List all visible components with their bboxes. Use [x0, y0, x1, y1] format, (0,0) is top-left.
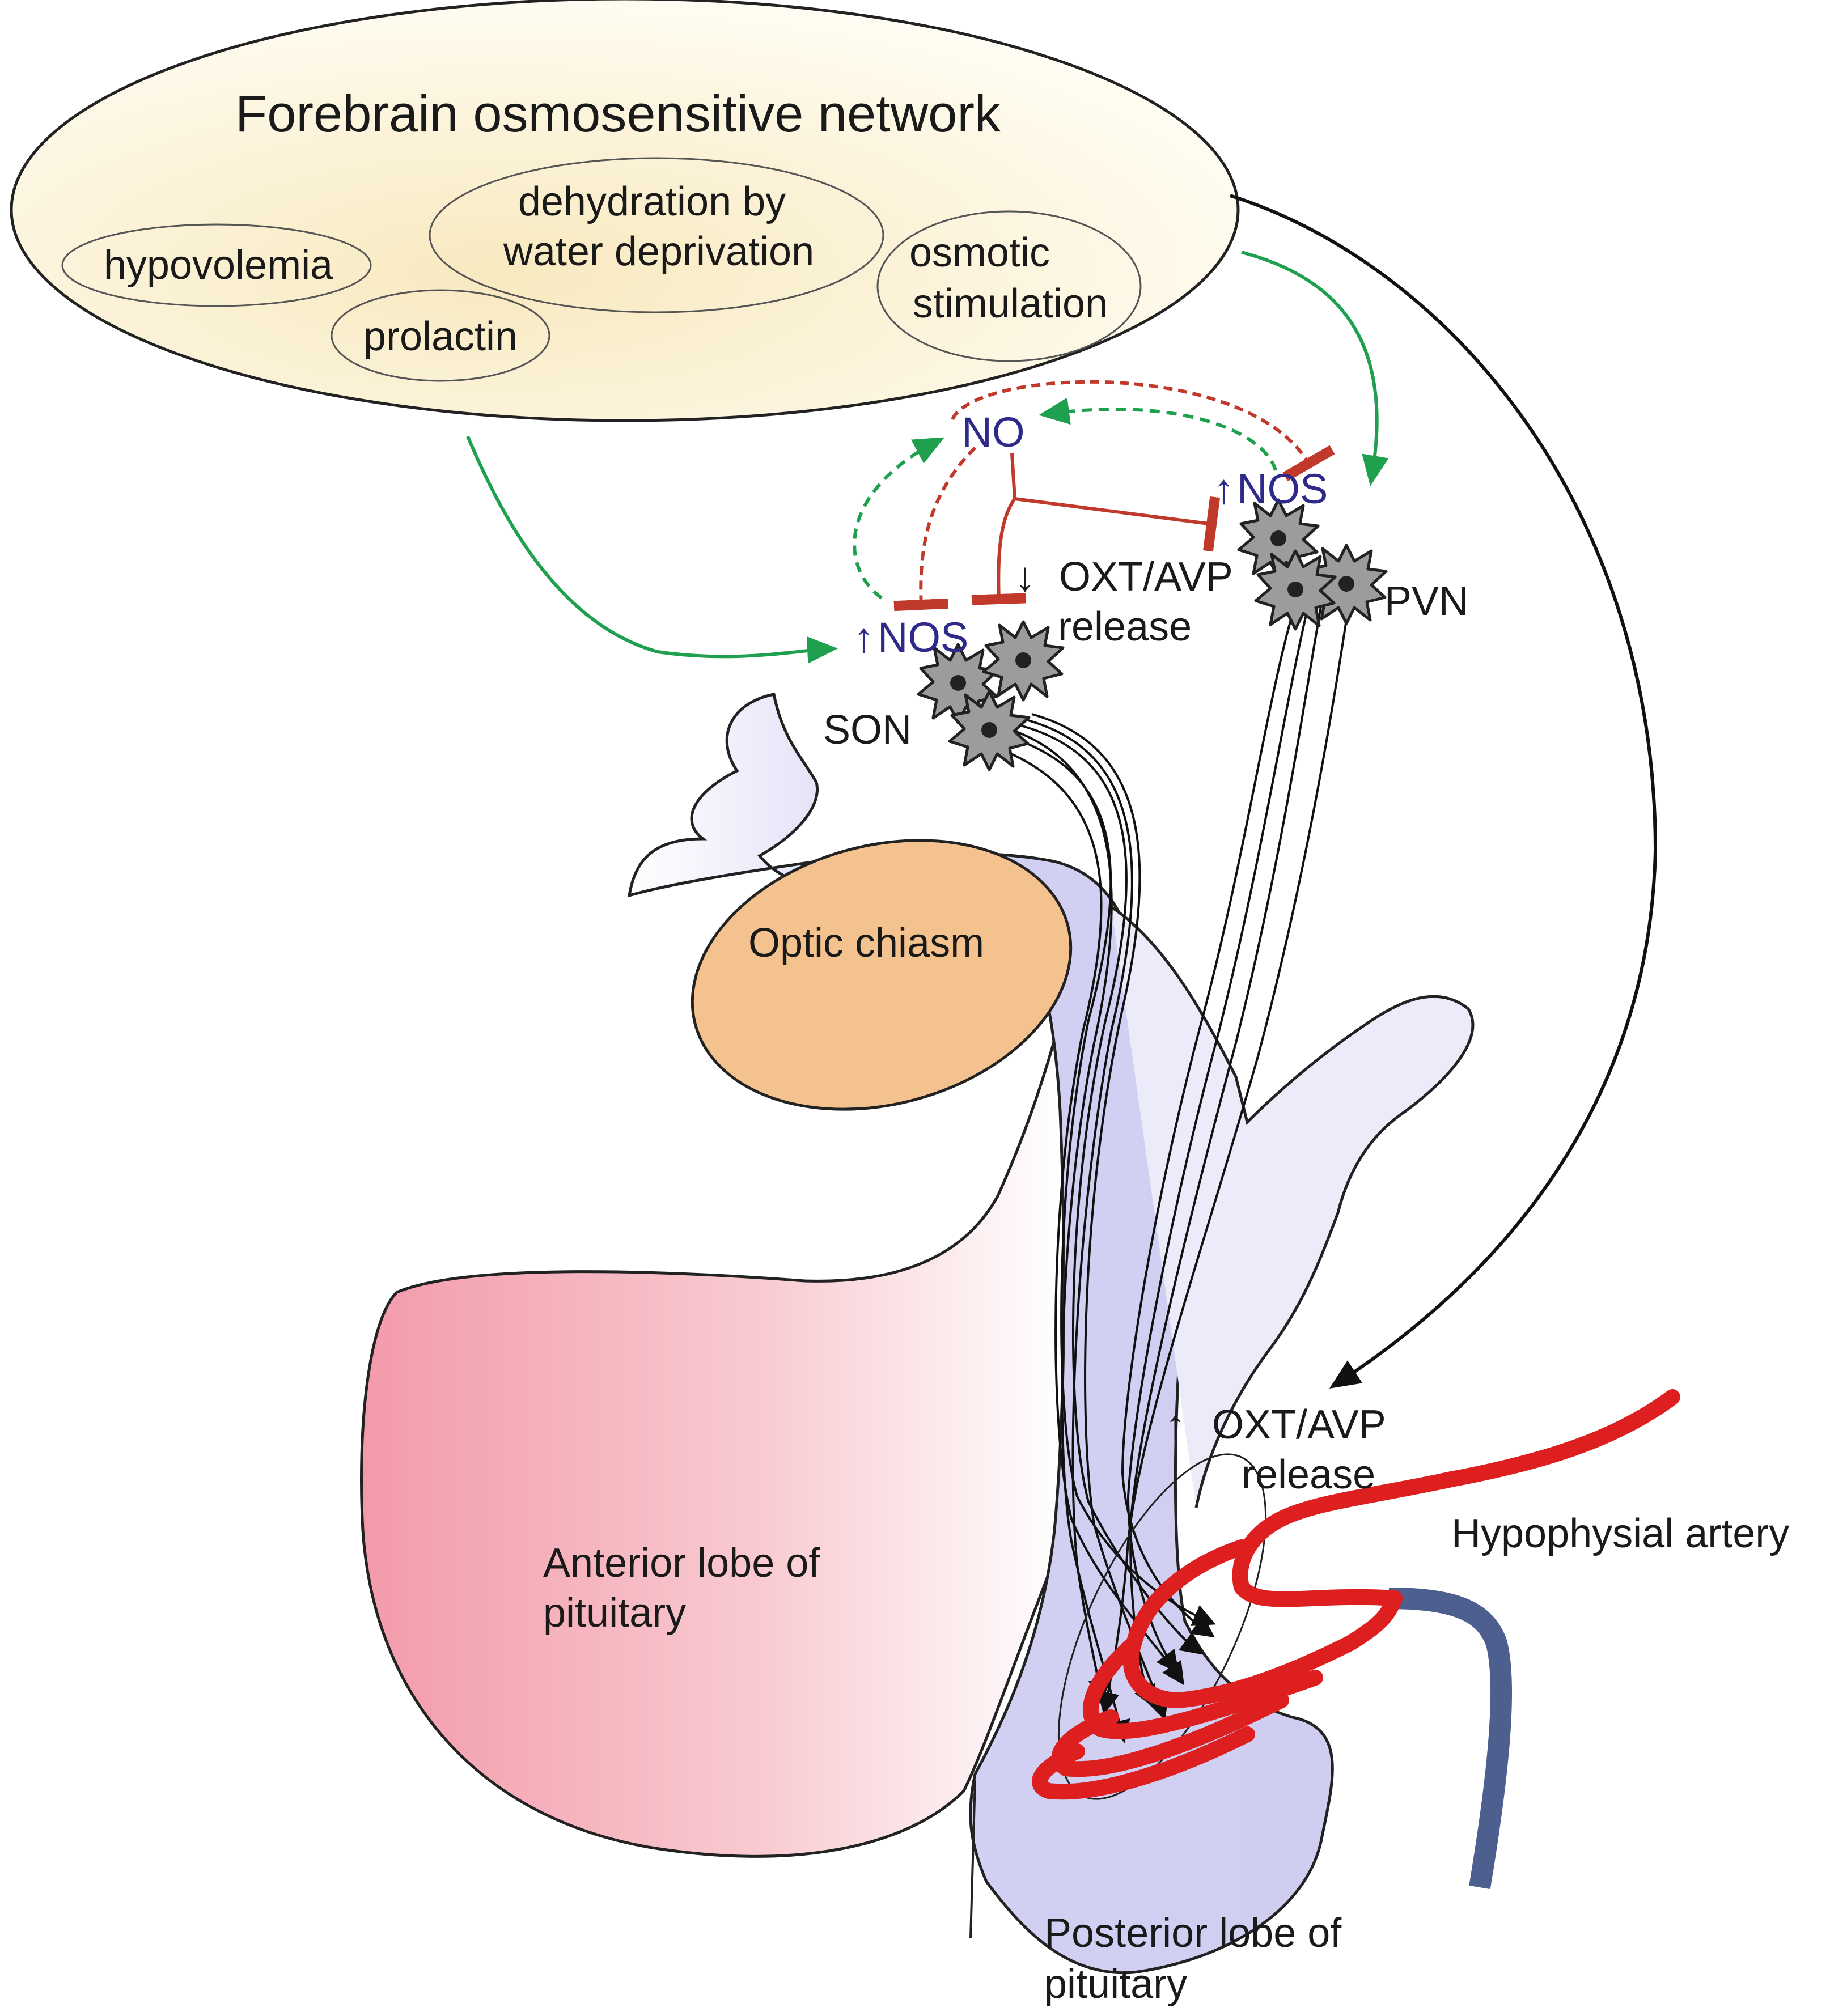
- osmotic-label-line2: stimulation: [913, 281, 1108, 326]
- no-inhibit-trunk: [1010, 453, 1016, 499]
- no-label: NO: [962, 409, 1025, 456]
- hypovolemia-bubble: [61, 223, 372, 307]
- axon: [997, 747, 1184, 1686]
- third-ventricle-recess: [1110, 905, 1475, 1508]
- pvn-label: PVN: [1384, 579, 1468, 624]
- posterior-label-line2: pituitary: [1044, 1962, 1187, 2007]
- release-down-label-line1: OXT/AVP: [1059, 554, 1233, 600]
- nos-right-label: NOS: [1237, 465, 1328, 512]
- osmotic-label-line1: osmotic: [909, 230, 1050, 275]
- network-to-posterior-arrow: [1230, 194, 1658, 1389]
- inhibitory-lines: [893, 380, 1335, 612]
- optic-chiasm: Optic chiasm: [691, 839, 1073, 1111]
- axon: [1129, 606, 1322, 1709]
- prolactin-bubble: [331, 289, 550, 382]
- nos-left-up-arrow: ↑: [853, 614, 874, 661]
- dehydration-label-line2: water deprivation: [503, 229, 814, 274]
- axon: [1020, 724, 1204, 1655]
- axon: [1097, 600, 1350, 1715]
- network-to-son-arrow: [466, 435, 838, 664]
- nos-right-to-no-arrow: [1039, 397, 1277, 471]
- anterior-lobe: [360, 997, 1068, 1858]
- axon: [1014, 730, 1130, 1743]
- posterior-label-line1: Posterior lobe of: [1044, 1911, 1342, 1956]
- no-to-son-inhibit: [971, 498, 1027, 605]
- network-to-pvn-arrow: [1241, 251, 1389, 486]
- axon: [1126, 600, 1311, 1674]
- release-down-arrow: ↓: [1015, 554, 1035, 600]
- release-up-label-line1: OXT/AVP: [1212, 1402, 1386, 1448]
- optic-chiasm-label: Optic chiasm: [748, 920, 984, 966]
- hypovolemia-label: hypovolemia: [104, 243, 333, 288]
- release-up-label-line2: release: [1242, 1452, 1375, 1497]
- posterior-lobe-seam: [969, 1779, 976, 1939]
- vein: [1388, 1588, 1513, 1890]
- dehydration-bubble: [429, 157, 884, 313]
- anterior-label-line2: pituitary: [543, 1590, 686, 1636]
- no-to-nos-left-inhibit: [893, 446, 977, 612]
- release-down-label-line2: release: [1058, 604, 1192, 650]
- axon: [1121, 595, 1299, 1638]
- hypophysial-artery: [1032, 1389, 1680, 1800]
- pvn-neurons: [1239, 500, 1386, 629]
- nos-left-to-no-arrow: [853, 437, 944, 600]
- son-label: SON: [823, 707, 912, 753]
- dehydration-label-line1: dehydration by: [518, 179, 786, 224]
- artery-label: Hypophysial artery: [1451, 1511, 1789, 1556]
- osmotic-bubble: [876, 210, 1142, 362]
- nos-right-up-arrow: ↑: [1213, 465, 1234, 512]
- prolactin-label: prolactin: [363, 314, 518, 359]
- no-to-pvn-inhibit: [1014, 496, 1221, 552]
- nos-left-label: NOS: [878, 614, 968, 661]
- axon: [1026, 719, 1133, 1704]
- axon: [1031, 713, 1169, 1721]
- release-up-arrow: ↑: [1165, 1402, 1185, 1448]
- stimulatory-arrows: [466, 251, 1389, 664]
- anterior-label-line1: Anterior lobe of: [543, 1540, 820, 1586]
- forebrain-network: Forebrain osmosensitive network hypovole…: [10, 0, 1240, 422]
- no-to-nos-right-inhibit: [951, 380, 1335, 482]
- network-title: Forebrain osmosensitive network: [235, 85, 1001, 143]
- axon-bundle: [997, 595, 1350, 1743]
